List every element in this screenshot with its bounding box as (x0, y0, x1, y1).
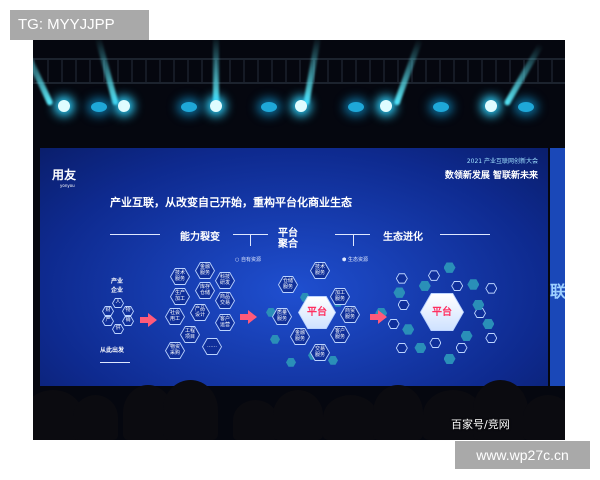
hex-node: 金融服务 (195, 262, 215, 280)
hex-node: 平台 (298, 296, 336, 330)
hex-node (418, 280, 431, 292)
hex-node: 物资采购 (165, 342, 185, 360)
arrow-icon (140, 313, 157, 327)
conference-logo: 2021 产业互联网创新大会数领新发展 智联新未来 (444, 158, 538, 181)
hex-node (266, 308, 276, 317)
audience (33, 370, 565, 440)
from-here-label: 从此出发 (100, 347, 125, 354)
hex-node (482, 318, 495, 330)
hex-node (455, 342, 468, 353)
arrow-icon (240, 310, 257, 324)
stage-light (261, 102, 277, 112)
hex-node (451, 280, 464, 292)
hex-node: 产 (102, 316, 114, 327)
hex-node: 库存仓储 (195, 282, 215, 300)
hex-node: 销 (122, 316, 134, 327)
stage-light (91, 102, 107, 112)
audience-head (323, 395, 378, 440)
hex-node (393, 287, 406, 298)
hex-node: 客户运营 (215, 314, 235, 332)
hex-node: 仓储服务 (278, 276, 298, 294)
hex-node (474, 308, 486, 319)
hex-node: 交易服务 (310, 344, 330, 362)
hex-node (286, 358, 296, 367)
legend-own: ○ 自有资源 (235, 257, 261, 263)
slide-title: 产业互联，从改变自己开始，重构平台化商业生态 (110, 196, 352, 209)
side-screen: 联 RNET (550, 148, 565, 386)
audience-head (73, 395, 118, 440)
watermark: 百家号/竞网 (451, 418, 510, 431)
hex-node (270, 335, 280, 344)
hex-node (443, 262, 456, 273)
hex-node (429, 337, 442, 349)
site-label: www.wp27c.cn (455, 441, 590, 469)
hex-node: 技术服务 (310, 262, 330, 280)
hex-node (395, 273, 408, 284)
legend-eco: ⬢ 生态资源 (342, 257, 368, 263)
hex-node (414, 342, 427, 353)
phase-3: 生态进化 (383, 232, 423, 243)
phase-1: 能力裂变 (180, 232, 220, 243)
hex-node: 供 (112, 324, 124, 335)
audience-head (373, 385, 423, 440)
hex-node (443, 353, 456, 364)
stage-light (433, 102, 449, 112)
hex-node: 金融服务 (290, 328, 310, 346)
hex-node: …… (202, 338, 222, 356)
hex-node: 科技研发 (215, 272, 235, 290)
audience-head (233, 400, 278, 440)
hex-node (485, 283, 498, 294)
hex-node: 工程项目 (180, 326, 200, 344)
audience-head (163, 380, 218, 440)
arrow-icon (370, 310, 387, 324)
stage-light (57, 100, 70, 112)
hex-node: 生产加工 (170, 288, 190, 306)
hex-node (460, 330, 473, 342)
hex-node (387, 318, 400, 330)
hex-node (395, 342, 408, 354)
start-label: 产业企业 (110, 278, 123, 294)
hex-node: 社会用工 (165, 308, 185, 326)
hex-node: 加工服务 (330, 288, 350, 306)
audience-head (473, 380, 528, 440)
hex-node: 质量服务 (272, 308, 292, 326)
hex-node (472, 299, 485, 310)
hex-node: 商贸服务 (340, 306, 360, 324)
hex-node: 客户服务 (330, 326, 350, 344)
stage-light (518, 102, 534, 112)
overlay-tag: TG: MYYJJPP (10, 10, 149, 40)
hex-node (328, 356, 338, 365)
stage-light (294, 100, 307, 112)
hex-node: 物 (122, 306, 134, 317)
audience-head (523, 395, 565, 440)
stage-light (348, 102, 364, 112)
hex-node: 产品设计 (190, 304, 210, 322)
stage-light (485, 100, 497, 112)
phase-2: 平台聚合 (278, 228, 298, 250)
hex-node (467, 279, 480, 290)
stage-light (210, 100, 222, 112)
hex-node (485, 332, 498, 344)
hex-node (397, 299, 410, 310)
hex-node (427, 270, 440, 281)
hex-node (300, 293, 310, 302)
hex-node: 商品交易 (215, 292, 235, 310)
stage-light (117, 100, 130, 112)
hex-node: 平台 (420, 293, 464, 332)
hex-node: 人 (112, 298, 124, 309)
hex-node: 财 (102, 306, 114, 317)
lighting-truss (33, 58, 565, 84)
stage-light (379, 100, 392, 112)
audience-head (273, 390, 323, 440)
light-beam (213, 40, 219, 105)
hex-node (402, 324, 415, 335)
hex-node: 技术服务 (170, 268, 190, 286)
stage-light (181, 102, 197, 112)
